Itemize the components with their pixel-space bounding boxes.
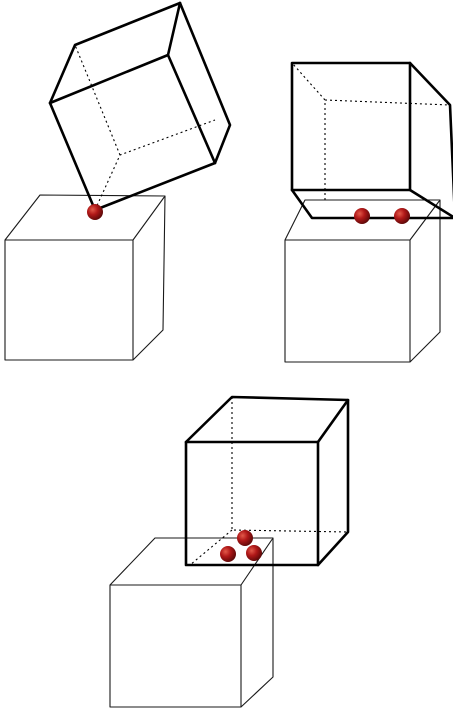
lower-cube bbox=[4, 194, 166, 361]
panel-vertex-contact bbox=[4, 1, 232, 361]
tilted-upper-cube bbox=[48, 1, 232, 212]
lower-cube bbox=[109, 537, 274, 708]
lower-cube bbox=[284, 199, 441, 363]
contact-point bbox=[220, 546, 236, 562]
upper-cube bbox=[290, 61, 453, 220]
contact-point bbox=[87, 204, 103, 220]
contact-point bbox=[354, 208, 370, 224]
contact-point bbox=[246, 545, 262, 561]
panel-face-contact bbox=[109, 395, 350, 708]
panel-edge-contact bbox=[284, 61, 453, 363]
upper-cube bbox=[184, 395, 350, 567]
contact-point bbox=[237, 530, 253, 546]
contact-point bbox=[394, 208, 410, 224]
